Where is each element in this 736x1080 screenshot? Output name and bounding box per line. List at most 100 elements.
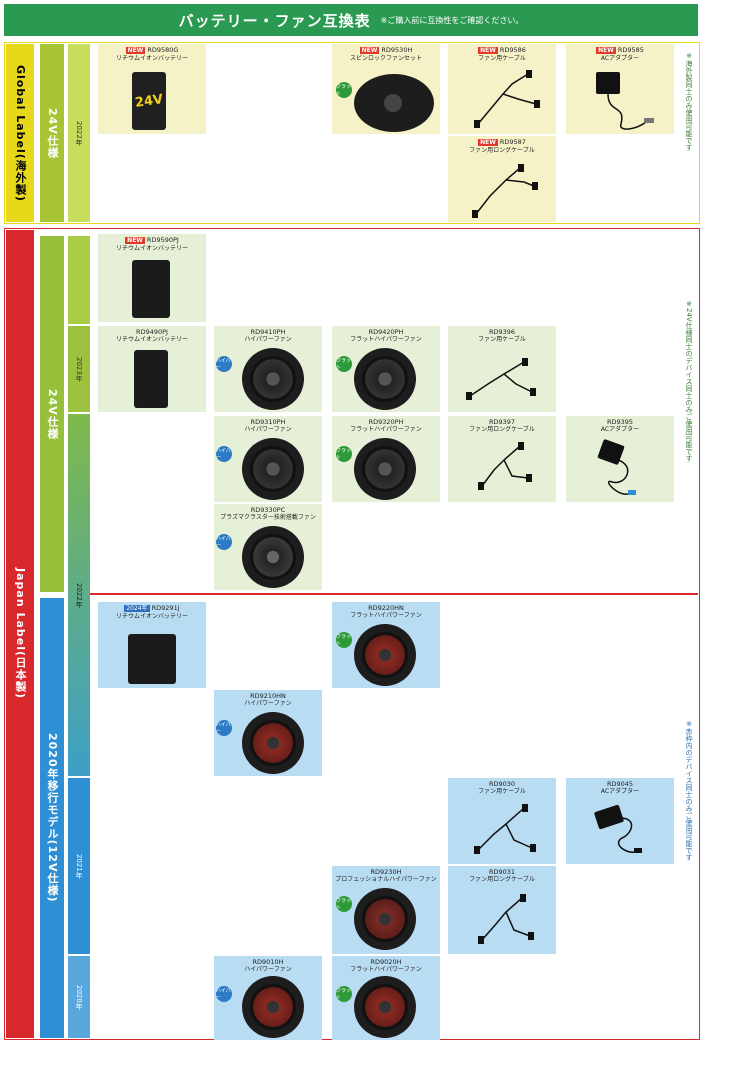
fan-blades bbox=[362, 896, 408, 942]
product-rd9031[interactable]: RD9031 ファン用ロングケーブル bbox=[448, 866, 556, 954]
product-name: プロフェッショナルハイパワーファン bbox=[335, 876, 437, 883]
hyper-badge-text: ハイパー bbox=[216, 722, 231, 735]
product-code: RD9395 bbox=[606, 418, 634, 426]
product-code: RD9230H bbox=[370, 868, 402, 876]
fan-image bbox=[242, 976, 304, 1038]
fan-blades bbox=[250, 446, 296, 492]
product-code: RD9045 bbox=[606, 780, 634, 788]
product-rd9320ph[interactable]: RD9320PH フラットハイパワーファン フラット bbox=[332, 416, 440, 502]
cable-image bbox=[478, 442, 532, 490]
global-year-2022-bar: 2022年 bbox=[68, 44, 90, 222]
japan-year-2020-bar: 2020年 bbox=[68, 956, 90, 1038]
fan-blades bbox=[362, 984, 408, 1030]
product-code: RD9020H bbox=[370, 958, 402, 966]
product-code: RD9420PH bbox=[368, 328, 404, 336]
product-name: ファン用ロングケーブル bbox=[469, 147, 535, 154]
product-rd9397[interactable]: RD9397 ファン用ロングケーブル bbox=[448, 416, 556, 502]
new-badge: NEW bbox=[359, 47, 380, 54]
product-rd9030[interactable]: RD9030 ファン用ケーブル bbox=[448, 778, 556, 864]
product-rd9230h[interactable]: RD9230H プロフェッショナルハイパワーファン フラット bbox=[332, 866, 440, 954]
cable-image bbox=[478, 894, 534, 944]
fan-image bbox=[242, 526, 304, 588]
hyper-badge: ハイパー bbox=[216, 534, 232, 550]
product-rd9396[interactable]: RD9396 ファン用ケーブル bbox=[448, 326, 556, 412]
product-name: ハイパワーファン bbox=[244, 426, 292, 433]
flat-badge: フラット bbox=[336, 896, 352, 912]
global-year-2022-text: 2022年 bbox=[75, 120, 83, 146]
product-name: ハイパワーファン bbox=[244, 336, 292, 343]
flat-badge: フラット bbox=[336, 82, 352, 98]
japan-year-2023-bar: 2023年 bbox=[68, 326, 90, 412]
product-rd9210hn[interactable]: RD9210HN ハイパワーファン ハイパー bbox=[214, 690, 322, 776]
product-name: フラットハイパワーファン bbox=[350, 966, 422, 973]
chart-header-note: ※ご購入前に互換性をご確認ください。 bbox=[380, 15, 524, 25]
new-badge: NEW bbox=[125, 47, 146, 54]
battery-image bbox=[128, 634, 176, 684]
product-code: RD9030 bbox=[488, 780, 516, 788]
hyper-badge: ハイパー bbox=[216, 446, 232, 462]
product-rd9330pc[interactable]: RD9330PC プラズマクラスター技術搭載ファン ハイパー bbox=[214, 504, 322, 590]
product-rd9310ph[interactable]: RD9310PH ハイパワーファン ハイパー bbox=[214, 416, 322, 502]
product-name: リチウムイオンバッテリー bbox=[115, 613, 188, 620]
product-name: ハイパワーファン bbox=[244, 966, 292, 973]
flat-badge: フラット bbox=[336, 446, 352, 462]
product-code: RD9586 bbox=[499, 46, 526, 54]
hyper-badge-text: ハイパー bbox=[216, 358, 231, 371]
japan12-side-note: ※赤枠内のデバイス同士のみご使用可能です bbox=[685, 720, 693, 861]
fan-image bbox=[354, 438, 416, 500]
new-badge: NEW bbox=[125, 237, 145, 244]
cable-image bbox=[466, 358, 536, 400]
flat-badge-text: フラット bbox=[336, 448, 352, 461]
fan-blades bbox=[250, 720, 296, 766]
product-name: ACアダプター bbox=[600, 788, 640, 795]
product-rd9410ph[interactable]: RD9410PH ハイパワーファン ハイパー bbox=[214, 326, 322, 412]
product-code: RD9330PC bbox=[250, 506, 286, 514]
japan-year-2021-bar: 2021年 bbox=[68, 778, 90, 954]
product-code: RD9587 bbox=[499, 138, 526, 146]
fan-image bbox=[354, 74, 434, 132]
product-code: RD9320PH bbox=[368, 418, 404, 426]
product-rd9045[interactable]: RD9045 ACアダプター bbox=[566, 778, 674, 864]
global-section-frame bbox=[4, 42, 700, 224]
product-code: RD9396 bbox=[488, 328, 516, 336]
flat-badge-text: フラット bbox=[336, 634, 352, 647]
product-name: ファン用ケーブル bbox=[478, 788, 526, 795]
section-divider bbox=[90, 593, 698, 595]
product-name: ファン用ロングケーブル bbox=[469, 426, 535, 433]
product-name: ACアダプター bbox=[600, 55, 640, 62]
product-name: フラットハイパワーファン bbox=[350, 336, 422, 343]
product-code: RD9031 bbox=[488, 868, 516, 876]
product-rd9010h[interactable]: RD9010H ハイパワーファン ハイパー bbox=[214, 956, 322, 1040]
product-rd9020h[interactable]: RD9020H フラットハイパワーファン フラット bbox=[332, 956, 440, 1040]
global-label-bar: Global Label(海外製) bbox=[6, 44, 34, 222]
product-name: ファン用ロングケーブル bbox=[469, 876, 535, 883]
product-code: RD9310PH bbox=[250, 418, 286, 426]
ac-adapter-image bbox=[596, 72, 654, 130]
product-code: RD9010H bbox=[252, 958, 284, 966]
global-24v-text: 24V仕様 bbox=[46, 107, 59, 159]
product-name: ファン用ケーブル bbox=[478, 336, 526, 343]
global-side-note: ※海外製同士のみ使用可能です bbox=[685, 52, 693, 151]
product-rd9420ph[interactable]: RD9420PH フラットハイパワーファン フラット bbox=[332, 326, 440, 412]
product-rd9490pj[interactable]: RD9490PJ リチウムイオンバッテリー bbox=[98, 326, 206, 412]
product-rd9395[interactable]: RD9395 ACアダプター bbox=[566, 416, 674, 502]
product-rd9220hn[interactable]: RD9220HN フラットハイパワーファン フラット bbox=[332, 602, 440, 688]
battery-image bbox=[132, 260, 170, 318]
japan-year-2021-text: 2021年 bbox=[75, 853, 83, 879]
product-name: フラットハイパワーファン bbox=[350, 426, 422, 433]
new-badge: NEW bbox=[478, 139, 498, 146]
hyper-badge-text: ハイパー bbox=[216, 448, 231, 461]
product-name: ファン用ケーブル bbox=[478, 55, 526, 62]
ac-adapter-image bbox=[597, 439, 636, 495]
product-code: RD9410PH bbox=[250, 328, 286, 336]
year-2024-badge: 2024年 bbox=[124, 605, 150, 612]
product-name: リチウムイオンバッテリー bbox=[115, 55, 188, 62]
